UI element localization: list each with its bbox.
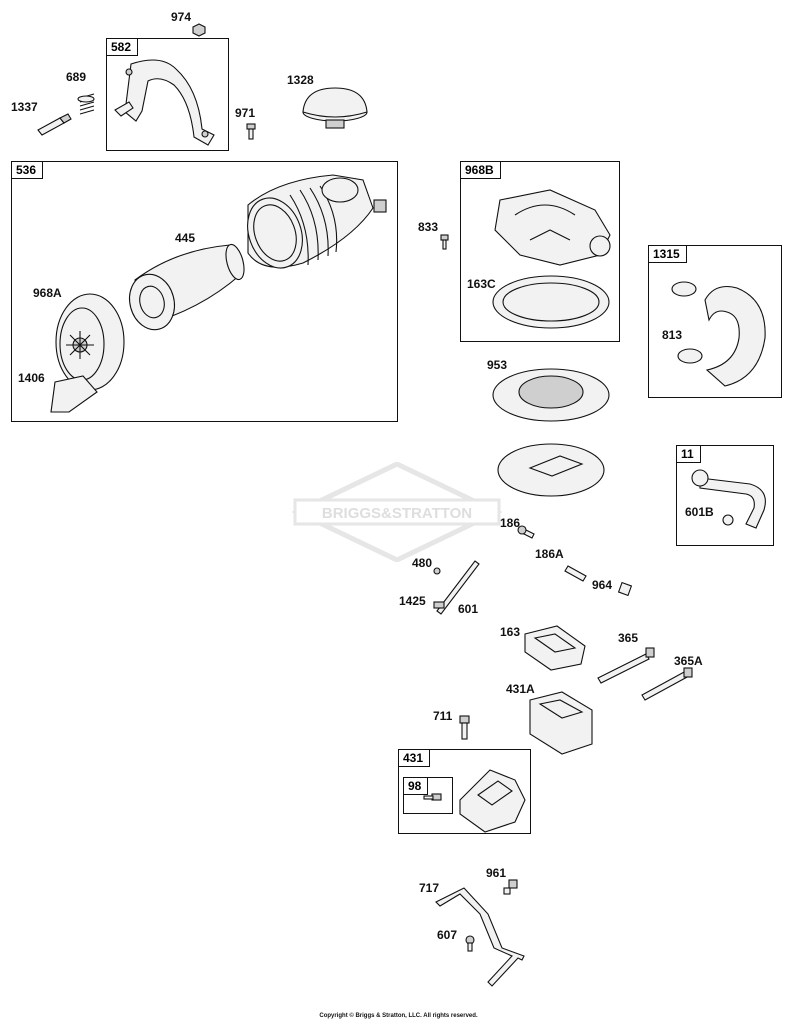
box-536: 536 [11, 161, 398, 422]
label-365: 365 [618, 631, 639, 645]
label-601B: 601B [685, 505, 714, 519]
part-186-fitting [517, 525, 535, 539]
part-98-screw [423, 793, 442, 801]
box-582-tag: 582 [107, 39, 139, 56]
label-689: 689 [66, 70, 87, 84]
part-1328-cap [302, 87, 368, 129]
part-536-air-cleaner [50, 174, 387, 413]
part-968B-cover [492, 189, 611, 329]
box-968B: 968B [460, 161, 620, 342]
part-365-bolt [597, 647, 655, 684]
part-186A-fitting [564, 565, 587, 582]
box-968B-tag: 968B [461, 162, 501, 179]
box-582: 582 [106, 38, 229, 151]
label-431A: 431A [506, 682, 535, 696]
part-953-diaphragm [492, 368, 610, 422]
label-163: 163 [500, 625, 521, 639]
label-717: 717 [419, 881, 440, 895]
part-365A-bolt [641, 667, 693, 701]
part-582-bracket [114, 59, 215, 146]
box-11-tag: 11 [677, 446, 701, 463]
copyright-notice: Copyright © Briggs & Stratton, LLC. All … [319, 1013, 478, 1019]
part-163-gasket [524, 625, 586, 671]
label-445: 445 [175, 231, 196, 245]
part-964-cap [617, 581, 633, 597]
label-833: 833 [418, 220, 439, 234]
label-968A: 968A [33, 286, 62, 300]
label-974: 974 [171, 10, 192, 24]
box-98: 98 [403, 777, 453, 814]
label-186A: 186A [535, 547, 564, 561]
box-1315-tag: 1315 [649, 246, 687, 263]
label-971: 971 [235, 106, 256, 120]
part-11-tube [691, 469, 766, 529]
part-974-nut [192, 23, 206, 37]
label-607: 607 [437, 928, 458, 942]
part-717-bracket [435, 887, 525, 987]
part-431A-adapter [529, 691, 593, 755]
label-1406: 1406 [18, 371, 45, 385]
part-833-bolt [440, 234, 449, 250]
label-601: 601 [458, 602, 479, 616]
label-961: 961 [486, 866, 507, 880]
label-964: 964 [592, 578, 613, 592]
box-431-tag: 431 [399, 750, 431, 767]
label-365A: 365A [674, 654, 703, 668]
part-961-bolt [503, 879, 518, 895]
part-plate [497, 443, 605, 497]
part-711-bolt [459, 715, 470, 740]
label-1337: 1337 [11, 100, 38, 114]
watermark-text: BRIGGS&STRATTON [322, 505, 472, 522]
label-1425: 1425 [399, 594, 426, 608]
box-536-tag: 536 [12, 162, 44, 179]
label-186: 186 [500, 516, 521, 530]
part-1315-hose [671, 281, 766, 387]
part-971-bolt [246, 123, 256, 140]
label-711: 711 [433, 709, 453, 723]
brand-watermark: BRIGGS&STRATTON [292, 462, 502, 562]
box-1315: 1315 [648, 245, 782, 398]
label-1328: 1328 [287, 73, 314, 87]
part-689-spring [77, 93, 95, 115]
box-98-tag: 98 [404, 778, 429, 795]
box-431: 431 [398, 749, 531, 834]
part-480-screw [433, 567, 441, 575]
label-480: 480 [412, 556, 433, 570]
label-953: 953 [487, 358, 508, 372]
part-607-screw [465, 935, 475, 952]
label-163C: 163C [467, 277, 496, 291]
part-1337-stud [37, 113, 72, 136]
label-813: 813 [662, 328, 683, 342]
box-11: 11 [676, 445, 774, 546]
part-1425-rod [433, 560, 480, 615]
part-431-base [459, 769, 526, 833]
